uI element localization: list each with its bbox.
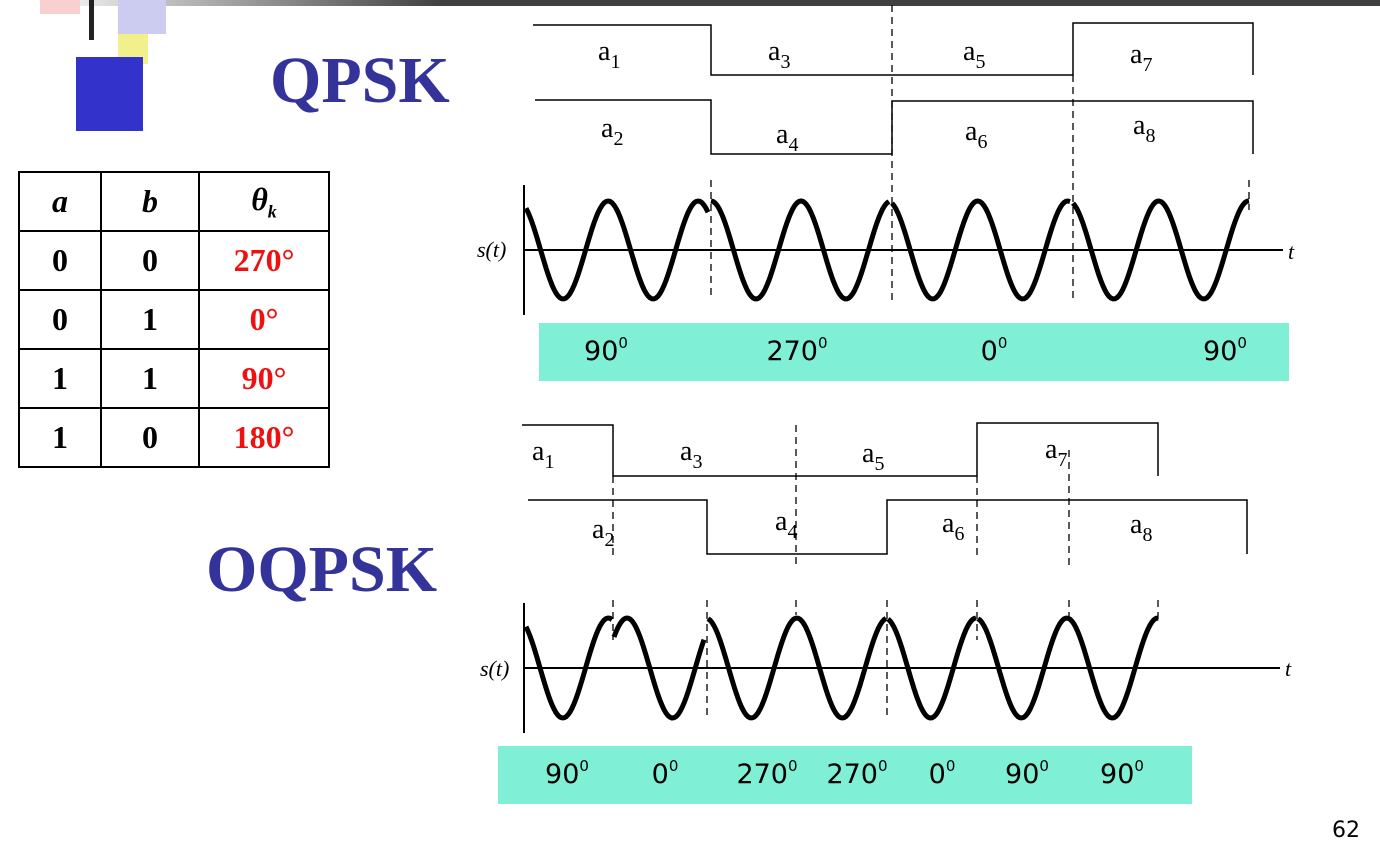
cell-b: 0 (100, 407, 200, 468)
oqpsk-even-bit-label: a2 (592, 514, 614, 551)
oqpsk-phase-label: 2700 (826, 757, 888, 790)
oqpsk-phase-label: 2700 (736, 757, 798, 790)
oqpsk-odd-bit-label: a7 (1045, 434, 1067, 471)
qpsk-time-label: t (1288, 239, 1295, 264)
cell-a: 1 (18, 348, 102, 409)
top-gradient-bar (40, 0, 1380, 6)
deco-lavender-square (118, 0, 166, 34)
oqpsk-phase-label: 900 (1005, 757, 1049, 790)
oqpsk-even-bit-label: a6 (942, 508, 964, 545)
qpsk-phase-label: 900 (584, 334, 628, 367)
cell-b: 1 (100, 289, 200, 350)
deco-pink-square (40, 0, 80, 14)
table-header-row: a b θk (18, 171, 330, 232)
table-row: 1 0 180° (18, 407, 330, 468)
qpsk-title: QPSK (270, 44, 450, 117)
oqpsk-waveform-segment (523, 615, 614, 721)
oqpsk-even-bit-label: a8 (1130, 509, 1152, 546)
table-row: 0 1 0° (18, 289, 330, 350)
decorative-squares (40, 0, 166, 131)
qpsk-odd-bit-label: a3 (768, 36, 790, 73)
cell-a: 0 (18, 230, 102, 291)
cell-b: 0 (100, 230, 200, 291)
deco-vertical-bar (89, 0, 94, 40)
oqpsk-phase-band (498, 746, 1192, 804)
oqpsk-title: OQPSK (206, 533, 438, 606)
cell-theta: 0° (198, 289, 330, 350)
table-row: 1 1 90° (18, 348, 330, 409)
qpsk-even-bit-label: a2 (601, 113, 623, 150)
header-theta: θk (198, 171, 330, 232)
qpsk-phase-label: 2700 (766, 334, 828, 367)
oqpsk-odd-bit-label: a3 (680, 436, 702, 473)
header-b: b (100, 171, 200, 232)
oqpsk-signal-label: s(t) (480, 656, 509, 681)
qpsk-odd-bit-label: a1 (598, 36, 620, 73)
table-row: 0 0 270° (18, 230, 330, 291)
qpsk-odd-bit-label: a5 (963, 36, 985, 73)
oqpsk-phase-label: 00 (928, 757, 956, 790)
qpsk-waveform-segment (1071, 198, 1250, 302)
phase-mapping-table: a b θk 0 0 270° 0 1 0° 1 1 90° 1 0 180° (18, 171, 330, 468)
qpsk-even-bit-label: a4 (776, 119, 798, 156)
deco-blue-square (76, 57, 143, 131)
cell-theta: 180° (198, 407, 330, 468)
cell-b: 1 (100, 348, 200, 409)
qpsk-odd-bit-label: a7 (1130, 39, 1152, 76)
oqpsk-waveform-segment (611, 615, 707, 721)
oqpsk-bit-stream-a-even (528, 499, 1248, 555)
oqpsk-waveform-segment (976, 615, 1159, 721)
oqpsk-odd-bit-label: a5 (862, 438, 884, 475)
oqpsk-phase-label: 900 (545, 757, 589, 790)
cell-theta: 270° (198, 230, 330, 291)
qpsk-phase-band (539, 323, 1289, 381)
oqpsk-even-bit-label: a4 (775, 506, 797, 543)
cell-a: 1 (18, 407, 102, 468)
page-number: 62 (1332, 818, 1360, 843)
oqpsk-time-label: t (1285, 656, 1292, 681)
qpsk-even-bit-label: a8 (1133, 110, 1155, 147)
oqpsk-odd-bit-label: a1 (532, 436, 554, 473)
oqpsk-phase-label: 00 (651, 757, 679, 790)
oqpsk-waveform-segment (886, 615, 977, 721)
oqpsk-waveform-segment (706, 615, 888, 721)
qpsk-phase-label: 00 (980, 334, 1008, 367)
cell-a: 0 (18, 289, 102, 350)
qpsk-signal-label: s(t) (477, 237, 506, 262)
qpsk-waveform-segment (890, 198, 1071, 302)
header-a: a (18, 171, 102, 232)
cell-theta: 90° (198, 348, 330, 409)
qpsk-waveform-segment (523, 198, 711, 302)
qpsk-even-bit-label: a6 (965, 116, 987, 153)
oqpsk-phase-label: 900 (1100, 757, 1144, 790)
qpsk-phase-label: 900 (1203, 334, 1247, 367)
qpsk-waveform-segment (710, 198, 891, 302)
